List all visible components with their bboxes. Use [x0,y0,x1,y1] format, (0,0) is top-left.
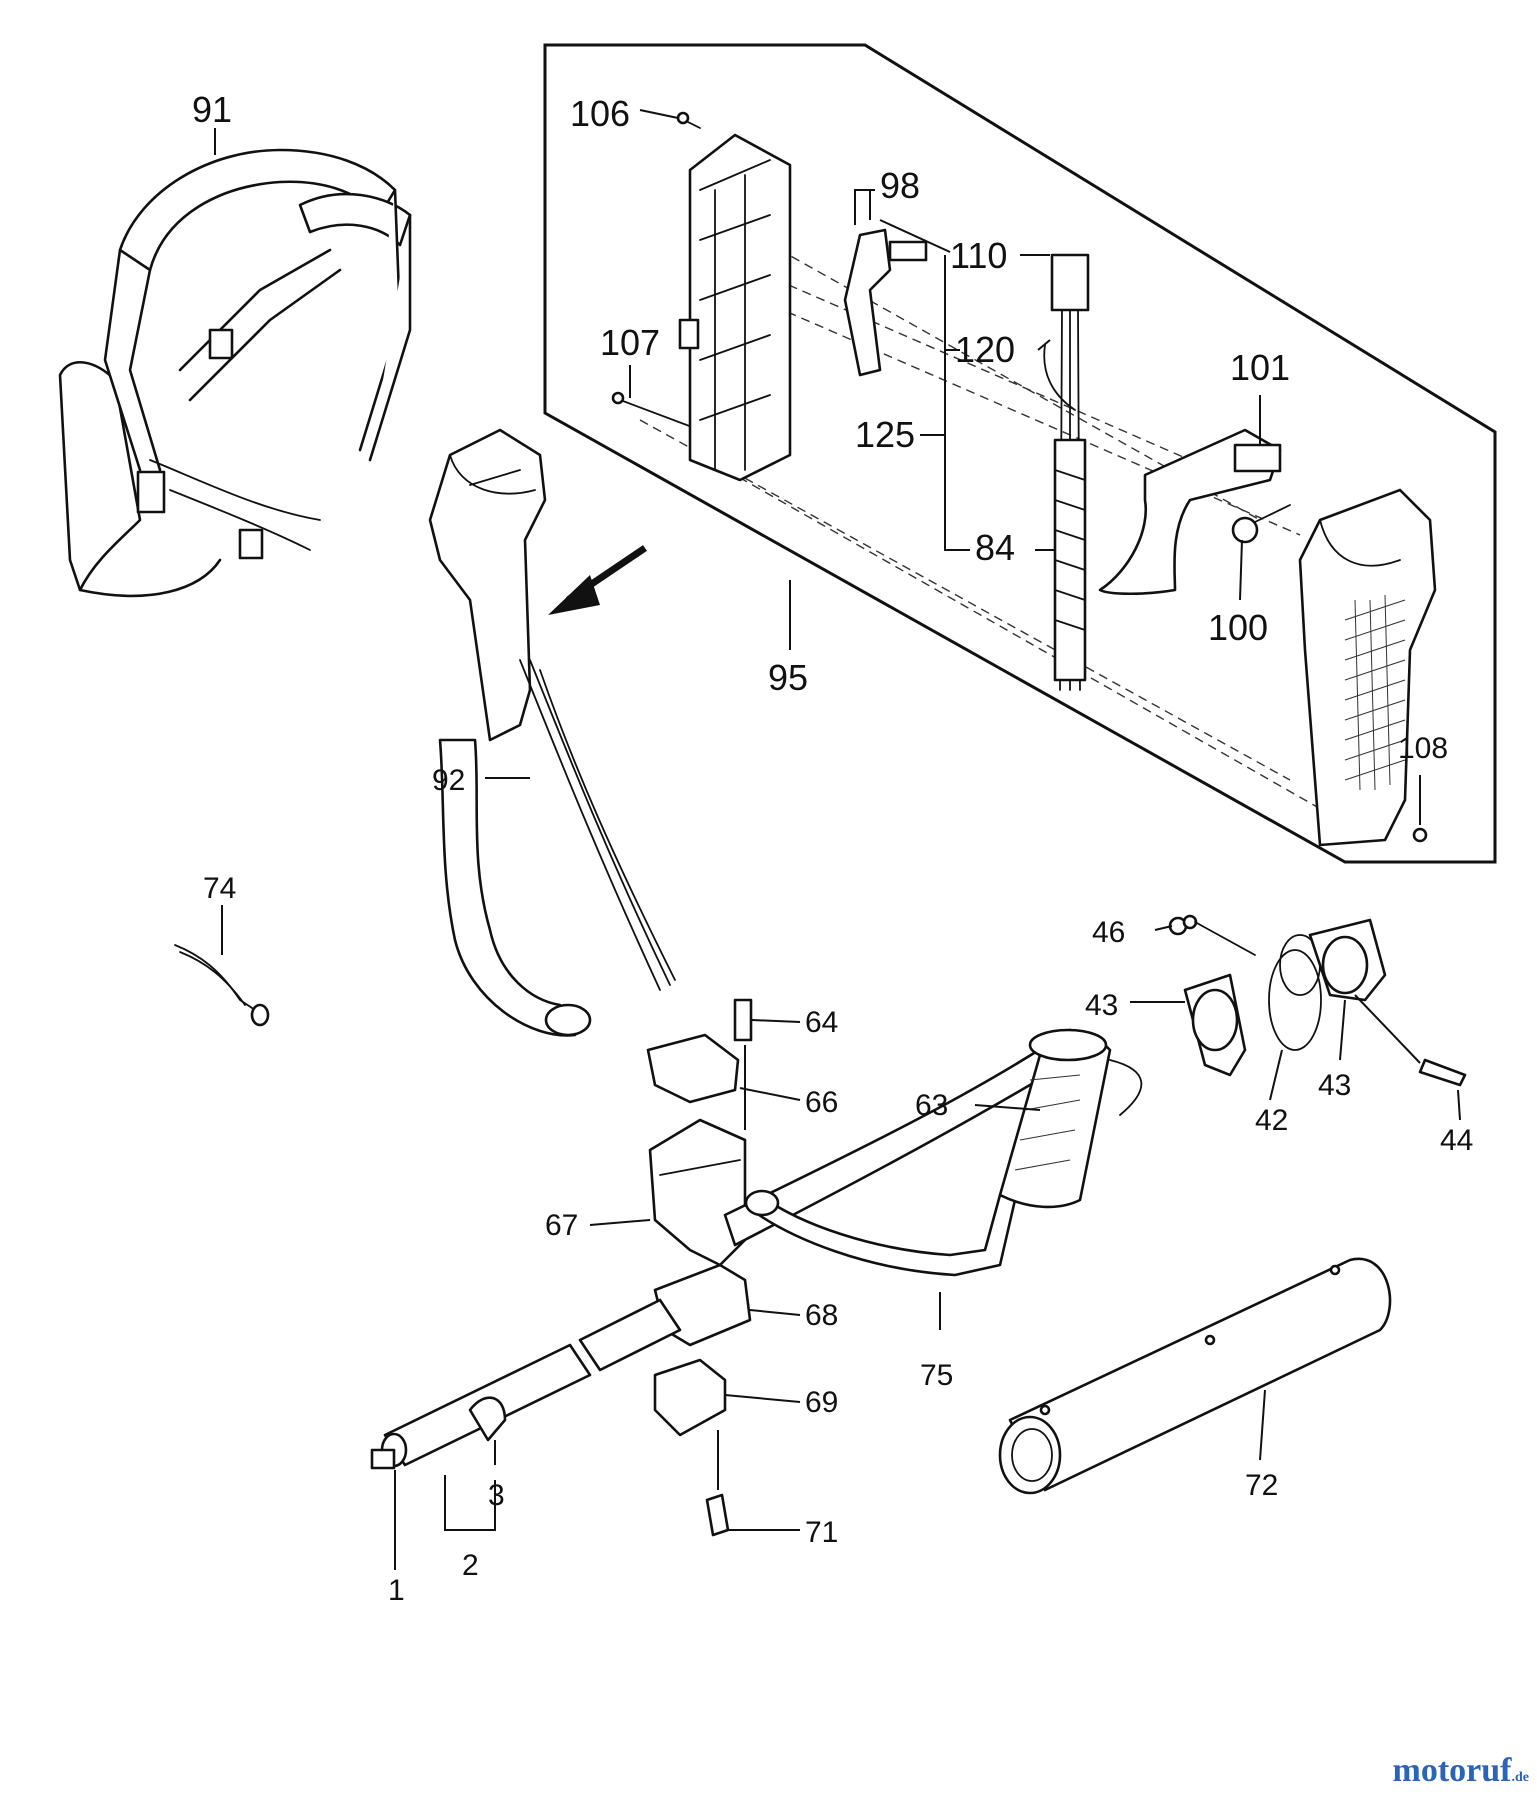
clamp-rings-drawing [1168,914,1467,1087]
tube-drawing [998,1257,1392,1495]
part-label-95: 95 [768,657,808,698]
part-label-92: 92 [432,764,465,797]
part-label-42: 42 [1255,1104,1288,1137]
part-label-2: 2 [462,1549,479,1582]
pin-drawings [611,111,701,431]
part-label-44: 44 [1440,1124,1473,1157]
lower-clamp-drawing [653,1263,752,1537]
part-label-125: 125 [855,414,915,455]
part-label-63: 63 [915,1089,948,1122]
part-label-120: 120 [955,329,1015,370]
arrow-indicator [548,545,647,615]
part-label-100: 100 [1208,607,1268,648]
watermark-text: motoruf [1392,1752,1512,1789]
part-label-72: 72 [1245,1469,1278,1502]
trigger-drawing [1098,428,1282,596]
part-label-46: 46 [1092,916,1125,949]
watermark-logo: motoruf.de [1393,1752,1529,1790]
handle-grip-right [1298,488,1437,847]
front-grip-drawing [998,1028,1143,1209]
harness-drawing [58,148,412,598]
switch-cable-drawing [1043,253,1090,691]
part-label-98: 98 [880,165,920,206]
spring-drawing [1231,504,1291,544]
part-label-43a: 43 [1085,989,1118,1022]
part-label-75: 75 [920,1359,953,1392]
wire-drawing [174,944,270,1027]
part-label-107: 107 [600,322,660,363]
assembly-lines [639,204,1341,821]
handle-housing-left [678,133,792,482]
part-label-108: 108 [1398,732,1448,765]
part-label-1: 1 [388,1574,405,1607]
grip-texture [1344,594,1406,791]
clamp-block-drawing [646,998,753,1267]
throttle-lever-drawing [843,228,928,377]
part-labels: 91 106 98 110 107 120 101 125 84 100 95 … [192,89,1473,1607]
rear-handle-drawing [428,428,676,1037]
part-label-101: 101 [1230,347,1290,388]
part-label-68: 68 [805,1299,838,1332]
part-label-64: 64 [805,1006,838,1039]
part-label-106: 106 [570,93,630,134]
leader-lines [214,109,1461,1570]
part-label-91: 91 [192,89,232,130]
part-label-84: 84 [975,527,1015,568]
part-label-74: 74 [203,872,236,905]
shaft-drawing [370,1298,682,1470]
inset-panel [543,43,1497,864]
part-label-66: 66 [805,1086,838,1119]
part-label-110: 110 [950,235,1007,276]
part-label-71: 71 [805,1516,838,1549]
part-label-67: 67 [545,1209,578,1242]
part-label-3: 3 [488,1479,505,1512]
watermark-suffix: .de [1511,1770,1530,1785]
part-label-69: 69 [805,1386,838,1419]
part-label-43b: 43 [1318,1069,1351,1102]
